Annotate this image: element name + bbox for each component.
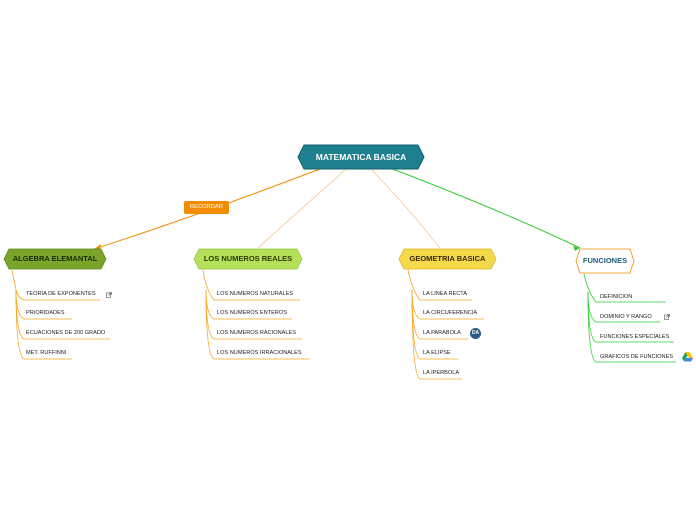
external-link-icon[interactable] [106, 292, 112, 298]
leaf-racionales[interactable]: LOS NUMEROS RACIONALES [217, 330, 296, 336]
node-algebra[interactable] [3, 248, 107, 270]
algebra-subtree [11, 269, 110, 360]
leaf-naturales[interactable]: LOS NUMEROS NATURALES [217, 291, 294, 297]
badge-icon[interactable]: DA [470, 328, 481, 339]
branch-title-geometria: GEOMETRIA BASICA [409, 254, 486, 263]
leaf-linea-recta[interactable]: LA LINEA RECTA [423, 291, 468, 297]
google-drive-icon[interactable] [682, 352, 693, 362]
leaf-definicion[interactable]: DEFINICION [600, 294, 633, 300]
geometria-subtree [407, 269, 484, 380]
leaf-teoria-exponentes[interactable]: TEORIA DE EXPONENTES [26, 291, 96, 297]
node-reales[interactable] [193, 248, 303, 270]
branch-title-reales: LOS NUMEROS REALES [203, 254, 293, 263]
leaf-circuferencia[interactable]: LA CIRCUFERENCIA [423, 310, 478, 316]
leaf-prioridades[interactable]: PRIORIDADES [26, 310, 65, 316]
connector-geometria [371, 169, 441, 249]
leaf-iperbola[interactable]: LA IPERBOLA [423, 370, 460, 376]
relationship-label[interactable]: RECORDAR [184, 201, 229, 214]
arrow-algebra [94, 244, 101, 250]
leaf-funciones-especiales[interactable]: FUNCIONES ESPECIALES [600, 334, 670, 340]
leaf-enteros[interactable]: LOS NUMEROS ENTEROS [217, 310, 287, 316]
leaf-dominio-rango[interactable]: DOMINIO Y RANGO [600, 314, 652, 320]
leaf-graficos-funciones[interactable]: GRAFICOS DE FUNCIONES [600, 354, 674, 360]
reales-subtree [202, 269, 310, 360]
external-link-icon[interactable] [664, 314, 670, 320]
arrow-funciones [573, 246, 580, 251]
leaf-met-ruffinni[interactable]: MET. RUFFINNI [26, 350, 67, 356]
connector-reales [257, 169, 346, 249]
leaf-parabola[interactable]: LA PARABOLA [423, 330, 461, 336]
node-geometria[interactable] [398, 248, 497, 270]
funciones-subtree [583, 273, 676, 363]
branch-title-algebra: ALGEBRA ELEMANTAL [12, 254, 98, 263]
root-title: MATEMATICA BASICA [315, 152, 407, 162]
connector-funciones [389, 167, 581, 249]
root-node[interactable] [297, 144, 425, 170]
node-funciones[interactable] [575, 248, 635, 274]
leaf-ecuaciones[interactable]: ECUACIONES DE 200 GRADO [26, 330, 106, 336]
leaf-irracionales[interactable]: LOS NUMEROS IRRACIONALES [217, 350, 302, 356]
leaf-elipse[interactable]: LA ELIPSE [423, 350, 451, 356]
branch-title-funciones: FUNCIONES [582, 256, 628, 265]
